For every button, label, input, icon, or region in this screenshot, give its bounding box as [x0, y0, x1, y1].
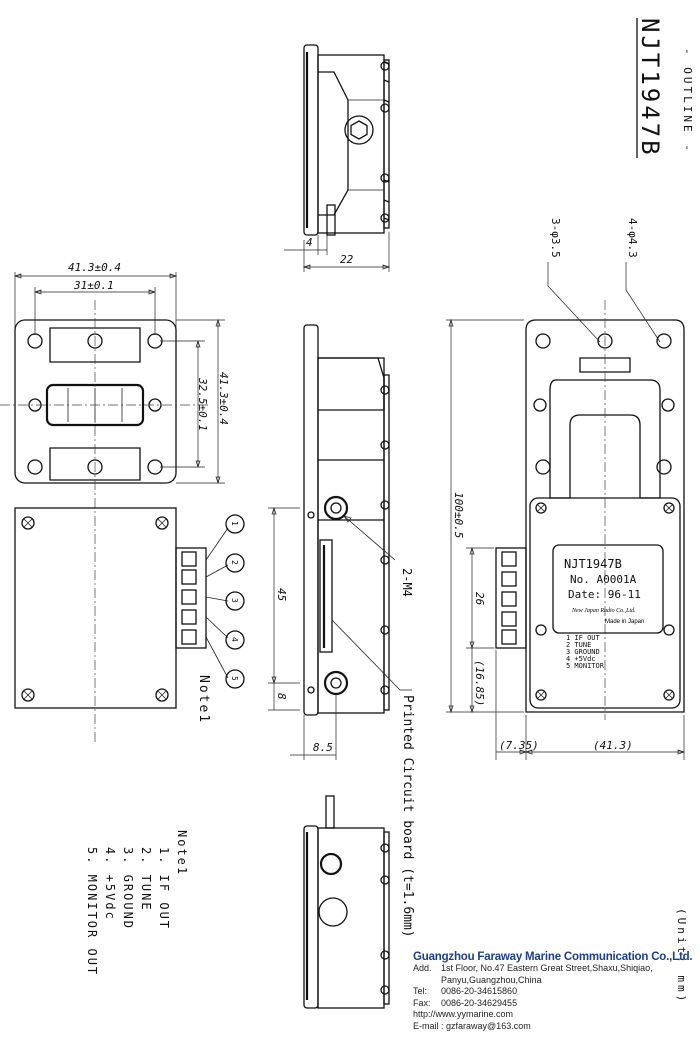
dim-left-offset: (7.35): [499, 739, 539, 752]
pin-marker-3: 3: [230, 598, 239, 603]
address-line-1: 1st Floor, No.47 Eastern Great Street,Sh…: [441, 963, 653, 973]
tel-value: 0086-20-34615860: [441, 986, 518, 996]
dim-hole-pitch-x: 31±0.1: [73, 279, 114, 292]
plate-pin-4: 4 +5Vdc: [566, 655, 596, 663]
address-row-2: Panyu,Guangzhou,China: [413, 975, 698, 987]
dim-length-total: 100±0.5: [452, 492, 465, 538]
company-info: Guangzhou Faraway Marine Communication C…: [413, 951, 698, 1032]
dim-width-total: 41.3±0.4: [68, 261, 121, 274]
fax-row: Fax: 0086-20-34629455: [413, 998, 698, 1010]
email-row: E-mail : gzfaraway@163.com: [413, 1021, 698, 1033]
dim-hole-pitch-y: 32.5±0.1: [196, 377, 209, 431]
note-tag: Note1: [196, 675, 211, 724]
tel-row: Tel: 0086-20-34615860: [413, 986, 698, 998]
plate-pin-2: 2 TUNE: [566, 641, 591, 649]
note-item-5: 5. MONITOR OUT: [85, 847, 99, 976]
pin-marker-5: 5: [230, 676, 239, 681]
plate-pin-3: 3 GROUND: [566, 648, 600, 656]
side-view: 45 8 8.5 2-M4 Printed Circuit board (t=1…: [268, 324, 415, 938]
plate-model: NJT1947B: [564, 557, 622, 571]
note-item-3: 3. GROUND: [121, 847, 135, 930]
dim-side-offset: 8.5: [313, 741, 333, 754]
address-line-2: Panyu,Guangzhou,China: [441, 974, 542, 985]
plate-pin-1: 1 IF OUT: [566, 634, 601, 642]
plate-maker: New Japan Radio Co.,Ltd.: [571, 608, 636, 614]
dim-height-total: 41.3±0.4: [217, 372, 230, 425]
dim-depth: 22: [340, 253, 354, 266]
pin-marker-1: 1: [230, 521, 239, 526]
fax-label: Fax:: [413, 997, 431, 1008]
label-screw: 2-M4: [400, 568, 414, 597]
email-label: E-mail :: [413, 1020, 444, 1031]
outline-label: - OUTLINE -: [681, 48, 694, 154]
label-pcb: Printed Circuit board (t=1.6mm): [400, 695, 415, 938]
note-item-4: 4. +5Vdc: [103, 847, 117, 921]
model-title: NJT1947B: [636, 18, 664, 158]
top-view: 4 22: [284, 44, 391, 272]
tel-label: Tel:: [413, 986, 428, 996]
plate-origin: Made in Japan: [605, 619, 644, 625]
plate-number: No. A0001A: [570, 573, 637, 586]
dim-pin-pitch-block: 26: [473, 592, 486, 606]
label-holes-small: 3-φ3.5: [549, 218, 562, 258]
bottom-view: [303, 795, 390, 1009]
pin-marker-4: 4: [230, 637, 239, 642]
address-label: Add.: [413, 963, 432, 973]
plate-pin-5: 5 MONITOR: [566, 662, 605, 670]
dim-pin-len: 4: [306, 236, 313, 249]
dim-connector-offset: 8: [275, 693, 288, 700]
website-link[interactable]: http://www.yymarine.com: [413, 1009, 514, 1019]
note-item-1: 1. IF OUT: [157, 847, 171, 930]
dim-width-ref: (41.3): [593, 739, 633, 752]
company-name: Guangzhou Faraway Marine Communication C…: [413, 951, 693, 963]
unit-note: (Unit: mm): [675, 908, 688, 1004]
note-list: Note1 1. IF OUT 2. TUNE 3. GROUND 4. +5V…: [85, 830, 189, 976]
plate-date: Date: 96-11: [568, 588, 641, 601]
front-view: 41.3±0.4 31±0.1 41.3±0.4 3 2: [0, 261, 245, 745]
email-link[interactable]: gzfaraway@163.com: [446, 1020, 531, 1031]
fax-value: 0086-20-34629455: [441, 997, 518, 1008]
pin-marker-2: 2: [230, 560, 239, 565]
note-item-2: 2. TUNE: [139, 847, 153, 912]
address-row-1: Add. 1st Floor, No.47 Eastern Great Stree…: [413, 963, 698, 975]
label-holes-large: 4-φ4.3: [626, 218, 639, 258]
note-list-title: Note1: [175, 830, 189, 876]
header-block: - OUTLINE - NJT1947B: [636, 18, 694, 158]
rear-view: 3-φ3.5 4-φ4.3 NJT1947B No. A0001A Dat: [446, 218, 686, 760]
dim-connector-span: 45: [275, 588, 288, 601]
dim-pin-bottom: (16.85): [473, 660, 486, 706]
